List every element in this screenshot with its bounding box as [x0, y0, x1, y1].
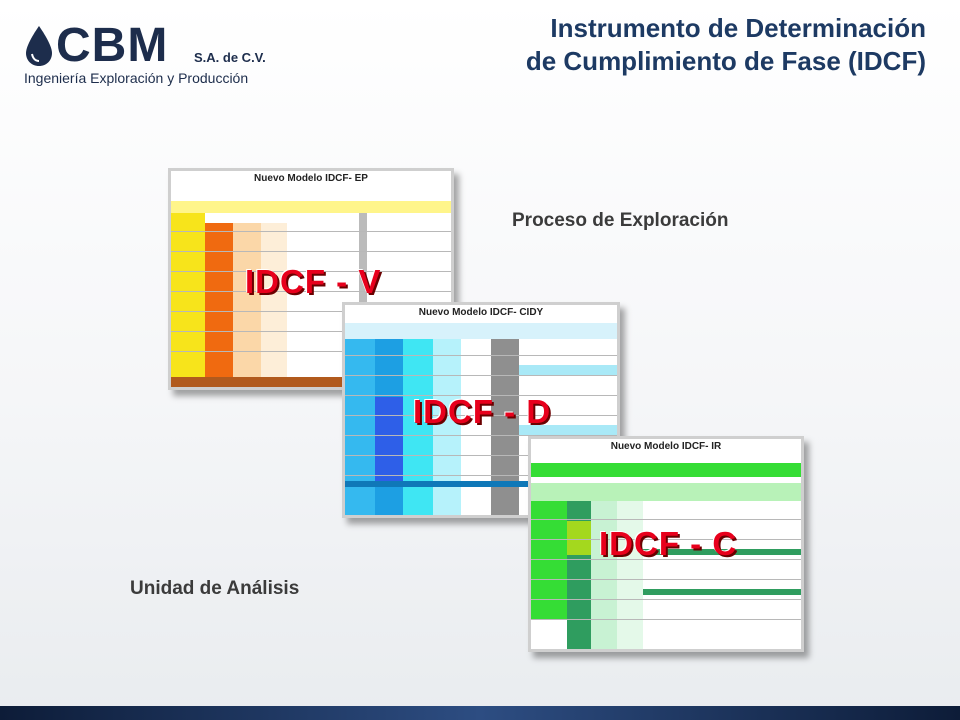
logo-tagline: Ingeniería Exploración y Producción: [24, 70, 249, 86]
spreadsheet-thumbnail-v: Nuevo Modelo IDCF- EP IDCF - V: [168, 168, 454, 390]
thumbnail-header: Nuevo Modelo IDCF- CIDY: [418, 307, 544, 318]
slide-title: Instrumento de Determinación de Cumplimi…: [526, 12, 926, 78]
spreadsheet-thumbnail-c: Nuevo Modelo IDCF- IR IDCF - C: [528, 436, 804, 652]
footer-bar: [0, 706, 960, 720]
title-line-1: Instrumento de Determinación: [550, 13, 926, 43]
process-label: Proceso de Exploración: [512, 210, 729, 231]
thumbnail-header: Nuevo Modelo IDCF- EP: [254, 173, 368, 184]
thumbnail-overlay-label: IDCF - C: [599, 525, 738, 562]
thumbnail-overlay-label: IDCF - V: [245, 263, 382, 300]
thumbnail-header: Nuevo Modelo IDCF- IR: [610, 441, 722, 452]
company-logo: CBM S.A. de C.V. Ingeniería Exploración …: [22, 20, 272, 90]
unit-label: Unidad de Análisis: [130, 578, 300, 599]
spreadsheet-thumbnail-d: Nuevo Modelo IDCF- CIDY IDCF - D: [342, 302, 620, 518]
thumbnail-overlay-label: IDCF - D: [413, 393, 552, 430]
logo-suffix: S.A. de C.V.: [194, 50, 266, 65]
logo-brand: CBM: [56, 19, 169, 72]
title-line-2: de Cumplimiento de Fase (IDCF): [525, 46, 926, 76]
drop-icon: [26, 26, 52, 66]
